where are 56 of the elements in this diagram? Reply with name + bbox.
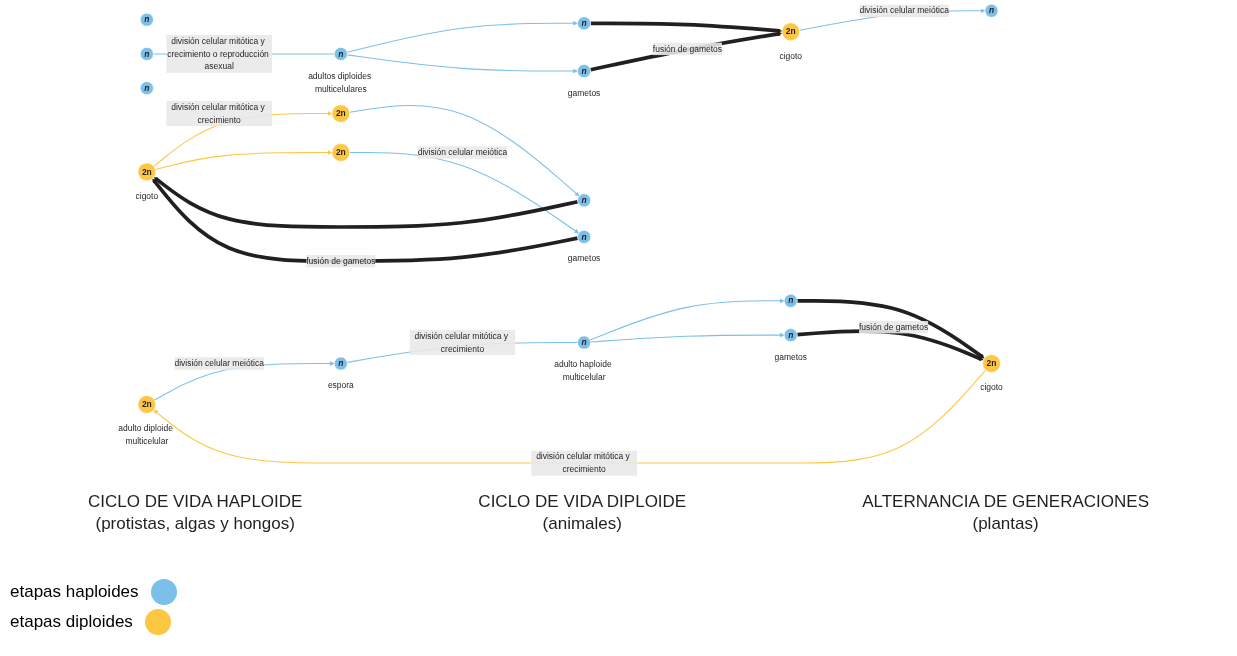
panel-caption: ALTERNANCIA DE GENERACIONES bbox=[862, 492, 1149, 512]
node-label: cigoto bbox=[779, 51, 803, 61]
node-circle: n bbox=[140, 12, 154, 27]
node-label: gametos bbox=[774, 352, 807, 362]
node-circle: n bbox=[783, 328, 798, 342]
edge-label: fusión de gametos bbox=[859, 322, 929, 332]
edge-label: fusión de gametos bbox=[306, 256, 376, 266]
node-circle: n bbox=[577, 230, 591, 244]
node-label: adulto diploide multicelular bbox=[118, 423, 173, 446]
edge-label: división celular mitótica y crecimiento o reproducción asexual bbox=[167, 36, 269, 71]
node-circle: 2n bbox=[781, 22, 800, 41]
node-circle: n bbox=[783, 294, 798, 308]
arrow bbox=[349, 104, 580, 197]
panel-caption: (animales) bbox=[541, 514, 623, 534]
node-label: gametos bbox=[567, 254, 601, 264]
edge-label: división celular mitótica y crecimiento bbox=[536, 451, 630, 474]
edge-label: división celular meiótica bbox=[417, 147, 508, 157]
node-label: cigoto bbox=[980, 382, 1003, 392]
node-circle: n bbox=[140, 47, 154, 61]
node-circle: 2n bbox=[137, 162, 156, 182]
node-circle: n bbox=[577, 193, 591, 208]
node-label: gametos bbox=[567, 88, 601, 98]
node-circle: n bbox=[577, 16, 591, 31]
legend-text: etapas diploides bbox=[10, 612, 133, 632]
node-circle: n bbox=[984, 3, 999, 18]
arrow bbox=[590, 332, 785, 343]
node-circle: n bbox=[577, 64, 591, 78]
arrow bbox=[153, 177, 579, 229]
node-circle: 2n bbox=[982, 354, 1001, 373]
arrow bbox=[349, 151, 579, 234]
edge-label: división celular mitótica y crecimiento bbox=[414, 331, 509, 354]
node-circle: n bbox=[334, 356, 348, 371]
edge-label: fusión de gametos bbox=[652, 44, 722, 54]
panel-caption: CICLO DE VIDA DIPLOIDE bbox=[478, 492, 687, 512]
arrow bbox=[346, 54, 578, 74]
node-circle: n bbox=[140, 81, 154, 95]
node-label: adultos diploides multicelulares bbox=[308, 71, 372, 94]
arrow bbox=[589, 298, 785, 341]
node-label: espora bbox=[327, 380, 354, 390]
edge-label: división celular meiótica bbox=[859, 6, 949, 16]
node-circle: 2n bbox=[331, 104, 350, 123]
node-circle: 2n bbox=[331, 143, 350, 162]
arrow bbox=[154, 150, 333, 171]
node-circle: 2n bbox=[137, 395, 156, 414]
edge-label: división celular mitótica y crecimiento bbox=[171, 102, 265, 125]
node-label: cigoto bbox=[135, 191, 159, 201]
panel-caption: CICLO DE VIDA HAPLOIDE bbox=[87, 492, 303, 512]
panel-caption: (protistas, algas y hongos) bbox=[94, 514, 296, 534]
panel-caption: (plantas) bbox=[971, 514, 1040, 534]
node-circle: n bbox=[334, 47, 348, 61]
node-label: adulto haploide multicelular bbox=[554, 359, 612, 382]
node-circle: n bbox=[577, 335, 591, 350]
arrow bbox=[346, 21, 578, 53]
legend-text: etapas haploides bbox=[10, 582, 139, 602]
arrow bbox=[590, 31, 783, 72]
edge-label: división celular meiótica bbox=[174, 358, 264, 368]
